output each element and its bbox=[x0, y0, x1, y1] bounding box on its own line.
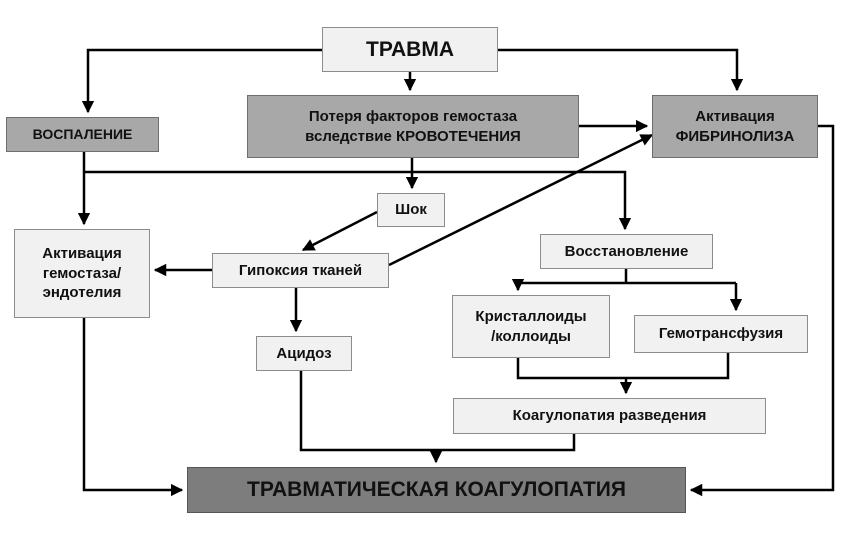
node-dilutional-coagulopathy: Коагулопатия разведения bbox=[453, 398, 766, 434]
arrow-hemostasis-to-coagulopathy bbox=[82, 318, 184, 497]
node-blood-transfusion: Гемотрансфузия bbox=[634, 315, 808, 353]
arrow-branch-to-recovery bbox=[84, 170, 632, 231]
arrow-hypoxia-to-fibrinolysis bbox=[388, 133, 654, 267]
node-acidosis-label: Ацидоз bbox=[276, 344, 332, 362]
arrow-merge-to-dilution bbox=[516, 353, 730, 380]
node-loss-line-2: вследствие КРОВОТЕЧЕНИЯ bbox=[305, 127, 521, 145]
node-shock-label: Шок bbox=[395, 201, 427, 219]
node-coagulopathy-label: ТРАВМАТИЧЕСКАЯ КОАГУЛОПАТИЯ bbox=[247, 478, 626, 502]
node-dilution-label: Коагулопатия разведения bbox=[512, 407, 707, 425]
node-hemostasis-line-2: гемостаза/ bbox=[42, 264, 122, 282]
arrow-fibrinolysis-to-coagulopathy bbox=[689, 124, 835, 497]
node-inflammation: ВОСПАЛЕНИЕ bbox=[6, 117, 159, 152]
node-loss-line-1: Потеря факторов гемостаза bbox=[308, 108, 518, 125]
node-recovery: Восстановление bbox=[540, 234, 713, 269]
arrow-dilution-down bbox=[436, 434, 576, 452]
node-trauma: ТРАВМА bbox=[322, 27, 498, 72]
node-acidosis: Ацидоз bbox=[256, 336, 352, 371]
node-recovery-label: Восстановление bbox=[564, 242, 689, 260]
node-hypoxia-label: Гипоксия тканей bbox=[238, 261, 363, 279]
node-crystalloids-colloids: Кристаллоиды /коллоиды bbox=[452, 295, 610, 358]
node-transfusion-label: Гемотрансфузия bbox=[658, 325, 784, 343]
node-hemostasis-line-1: Активация bbox=[42, 245, 122, 263]
node-fibrinolysis-line-2: ФИБРИНОЛИЗА bbox=[675, 127, 795, 145]
node-trauma-label: ТРАВМА bbox=[366, 37, 454, 61]
arrow-shock-to-hypoxia bbox=[301, 210, 378, 252]
node-fibrinolysis-activation: Активация ФИБРИНОЛИЗА bbox=[652, 95, 818, 158]
arrow-acidosis-down bbox=[299, 371, 436, 452]
node-tissue-hypoxia: Гипоксия тканей bbox=[212, 253, 389, 288]
node-traumatic-coagulopathy: ТРАВМАТИЧЕСКАЯ КОАГУЛОПАТИЯ bbox=[187, 467, 686, 513]
node-crystalloids-line-1: Кристаллоиды bbox=[475, 308, 587, 325]
arrow-trauma-to-inflammation bbox=[81, 48, 322, 114]
node-inflammation-label: ВОСПАЛЕНИЕ bbox=[32, 126, 133, 143]
node-hemostasis-activation: Активация гемостаза/ эндотелия bbox=[14, 229, 150, 318]
arrow-trauma-to-fibrinolysis bbox=[498, 48, 744, 92]
node-shock: Шок bbox=[377, 193, 445, 227]
node-fibrinolysis-line-1: Активация bbox=[695, 108, 775, 125]
node-crystalloids-line-2: /коллоиды bbox=[491, 327, 571, 345]
node-loss-of-hemostasis-factors: Потеря факторов гемостаза вследствие КРО… bbox=[247, 95, 579, 158]
node-hemostasis-line-3: эндотелия bbox=[42, 284, 122, 302]
